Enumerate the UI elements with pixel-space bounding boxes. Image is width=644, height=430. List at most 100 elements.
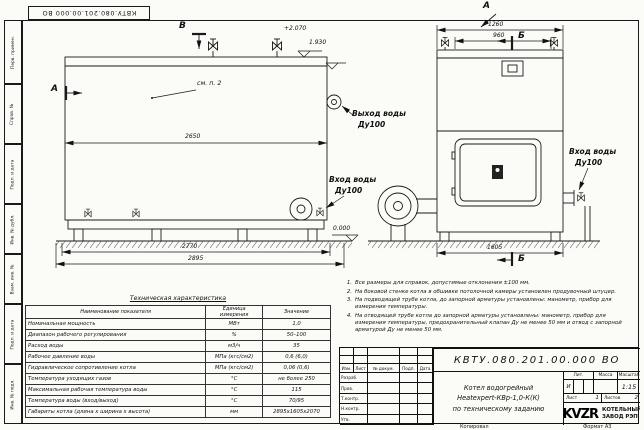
spec-name: Температура воды (вход/выход) (24, 395, 207, 407)
tb-cell (354, 348, 368, 356)
company-name: КОТЕЛЬНЫЙ ЗАВОД РЭП (602, 407, 640, 421)
spec-name: Рабочее давление воды (24, 351, 207, 363)
lit-value-cell (573, 379, 583, 393)
note-number: 1. (346, 280, 352, 286)
tb-cell (400, 373, 418, 384)
ground-hatching (56, 240, 600, 249)
note-number: 3. (346, 297, 352, 304)
title-block: Изм. Лист № докум. Подп. Дата Разраб. Пр… (339, 347, 640, 425)
company-line: ЗАВОД РЭП (602, 414, 638, 420)
kvzr-logo: KVZR (563, 406, 599, 422)
margin-strip-sprav: Справ. № (4, 84, 22, 144)
margin-strip-podp-data-2: Подп. и дата (4, 304, 22, 364)
tb-col-list: Лист (354, 364, 368, 373)
note-text: На подводящей трубе котла, до запорной а… (355, 297, 612, 311)
water-outlet-dn: Ду100 (358, 120, 386, 129)
spec-name: Температура уходящих газов (24, 373, 207, 385)
note-number: 2. (346, 288, 352, 295)
water-inlet-right-label: Вход воды (569, 147, 617, 156)
view-a-top: А (483, 1, 490, 11)
elevation-zero-value: 0.000 (333, 225, 351, 232)
note-item: 1.Все размеры для справок, допустимые от… (344, 280, 637, 287)
tb-role-utv: Утв. (340, 414, 368, 425)
spec-value: 50–100 (262, 329, 331, 341)
mass-label-cell: Масса (593, 371, 617, 379)
control-box (501, 60, 524, 77)
product-name-line: Heatexpert-КВр-1,0-К(К) (457, 394, 540, 403)
spec-table: Наименование показателя Единица измерени… (24, 305, 331, 418)
spec-name: Номинальная мощность (24, 318, 207, 330)
company-line: КОТЕЛЬНЫЙ (602, 407, 640, 414)
spec-unit: % (205, 329, 264, 341)
burner-circle (289, 197, 313, 221)
lit-value-cell (583, 379, 593, 393)
tb-cell (368, 356, 400, 364)
dim-1260: 1260 (488, 21, 504, 28)
spec-row: Габариты котла (длина х ширина х высота)… (24, 406, 331, 418)
inlet-valve-icon (316, 207, 324, 217)
tb-cell (368, 414, 400, 425)
water-outlet-label: Выход воды (352, 109, 406, 118)
elevation-mark-zero (345, 234, 359, 242)
copied-label: Копировал (460, 424, 489, 430)
tb-cell (400, 348, 418, 356)
tb-role-nkontr: Н.контр. (340, 404, 368, 415)
note-text: Все размеры для справок, допустимые откл… (355, 280, 530, 286)
spec-name: Габариты котла (длина х ширина х высота) (24, 406, 207, 418)
inlet-valve-icon (577, 192, 585, 202)
tb-cell (400, 393, 418, 405)
tb-cell (418, 348, 433, 356)
company-cell: KVZR КОТЕЛЬНЫЙ ЗАВОД РЭП (563, 402, 640, 425)
spec-unit: МВт (205, 318, 264, 330)
sheets-cell: Листов 2 (601, 393, 640, 402)
spec-value: 0,6 (6,0) (262, 351, 331, 363)
dim-2650: 2650 (185, 133, 201, 140)
doc-number-cell: КВТУ.080.201.00.000 ВО (433, 348, 640, 371)
spec-value: 115 (262, 384, 331, 396)
spec-row: Диапазон рабочего регулирования%50–100 (24, 329, 331, 341)
water-inlet-left-dn: Ду100 (335, 186, 363, 195)
margin-strip-perv-primen: Перв. примен. (4, 20, 22, 84)
scale-label-cell: Масштаб (617, 371, 640, 379)
tb-cell (418, 373, 433, 384)
note-number: 4. (346, 312, 352, 319)
valve-icon (272, 38, 282, 51)
section-b-bottom: Б (518, 254, 525, 264)
spec-header-value: Значение (262, 305, 331, 319)
dim-2770: 2770 (182, 243, 198, 250)
sheet-frame (22, 20, 639, 424)
view-b-label: В (179, 21, 186, 31)
spec-value: 0,06 (0,6) (262, 362, 331, 374)
spec-unit: °С (205, 384, 264, 396)
spec-value: 70/95 (262, 395, 331, 407)
tb-cell (368, 383, 400, 394)
tb-cell (418, 404, 433, 415)
section-a-left: А (51, 84, 58, 94)
elevation-mark-mid (325, 62, 339, 70)
scale-value-cell: 1:15 (617, 379, 640, 393)
water-inlet-right-dn: Ду100 (575, 158, 603, 167)
revision-table: Изм. Лист № докум. Подп. Дата Разраб. Пр… (340, 348, 433, 425)
product-name-line: Котел водогрейный (463, 384, 534, 393)
format-label: Формат А3 (583, 424, 612, 430)
tb-cell (418, 383, 433, 394)
dim-2895: 2895 (188, 255, 204, 262)
spec-value: 35 (262, 340, 331, 352)
margin-strip-inv-podl: Инв. № подл. (4, 364, 22, 424)
flue-fan-circle (377, 185, 419, 227)
mass-value-cell (593, 379, 617, 393)
boiler-base-frame (67, 219, 325, 230)
spec-header-row: Наименование показателя Единица измерени… (24, 305, 331, 319)
spec-header-name: Наименование показателя (24, 305, 207, 319)
boiler-front-view (377, 37, 591, 242)
elevation-top-value: +2.070 (284, 25, 307, 32)
notes-block: 1.Все размеры для справок, допустимые от… (344, 280, 637, 335)
spec-value: 2895х1605х2070 (262, 406, 331, 418)
spec-value: не более 250 (262, 373, 331, 385)
